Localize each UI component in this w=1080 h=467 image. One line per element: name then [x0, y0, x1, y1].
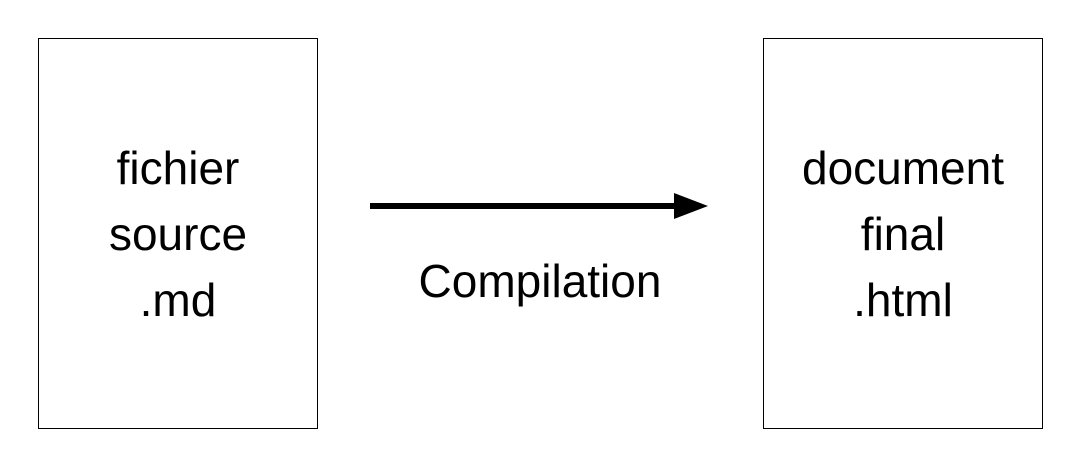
final-document-box: document final .html	[763, 38, 1043, 429]
final-document-line-3: .html	[853, 273, 953, 326]
arrow-head	[674, 193, 708, 219]
source-file-line-3: .md	[139, 273, 217, 326]
final-document-line-2: final	[860, 207, 946, 260]
source-file-box: fichier source .md	[38, 38, 318, 429]
compilation-arrow	[370, 193, 708, 219]
final-document-line-1: document	[801, 141, 1004, 194]
source-file-line-1: fichier	[116, 141, 240, 194]
compilation-label: Compilation	[418, 255, 662, 307]
source-file-line-2: source	[108, 207, 248, 260]
